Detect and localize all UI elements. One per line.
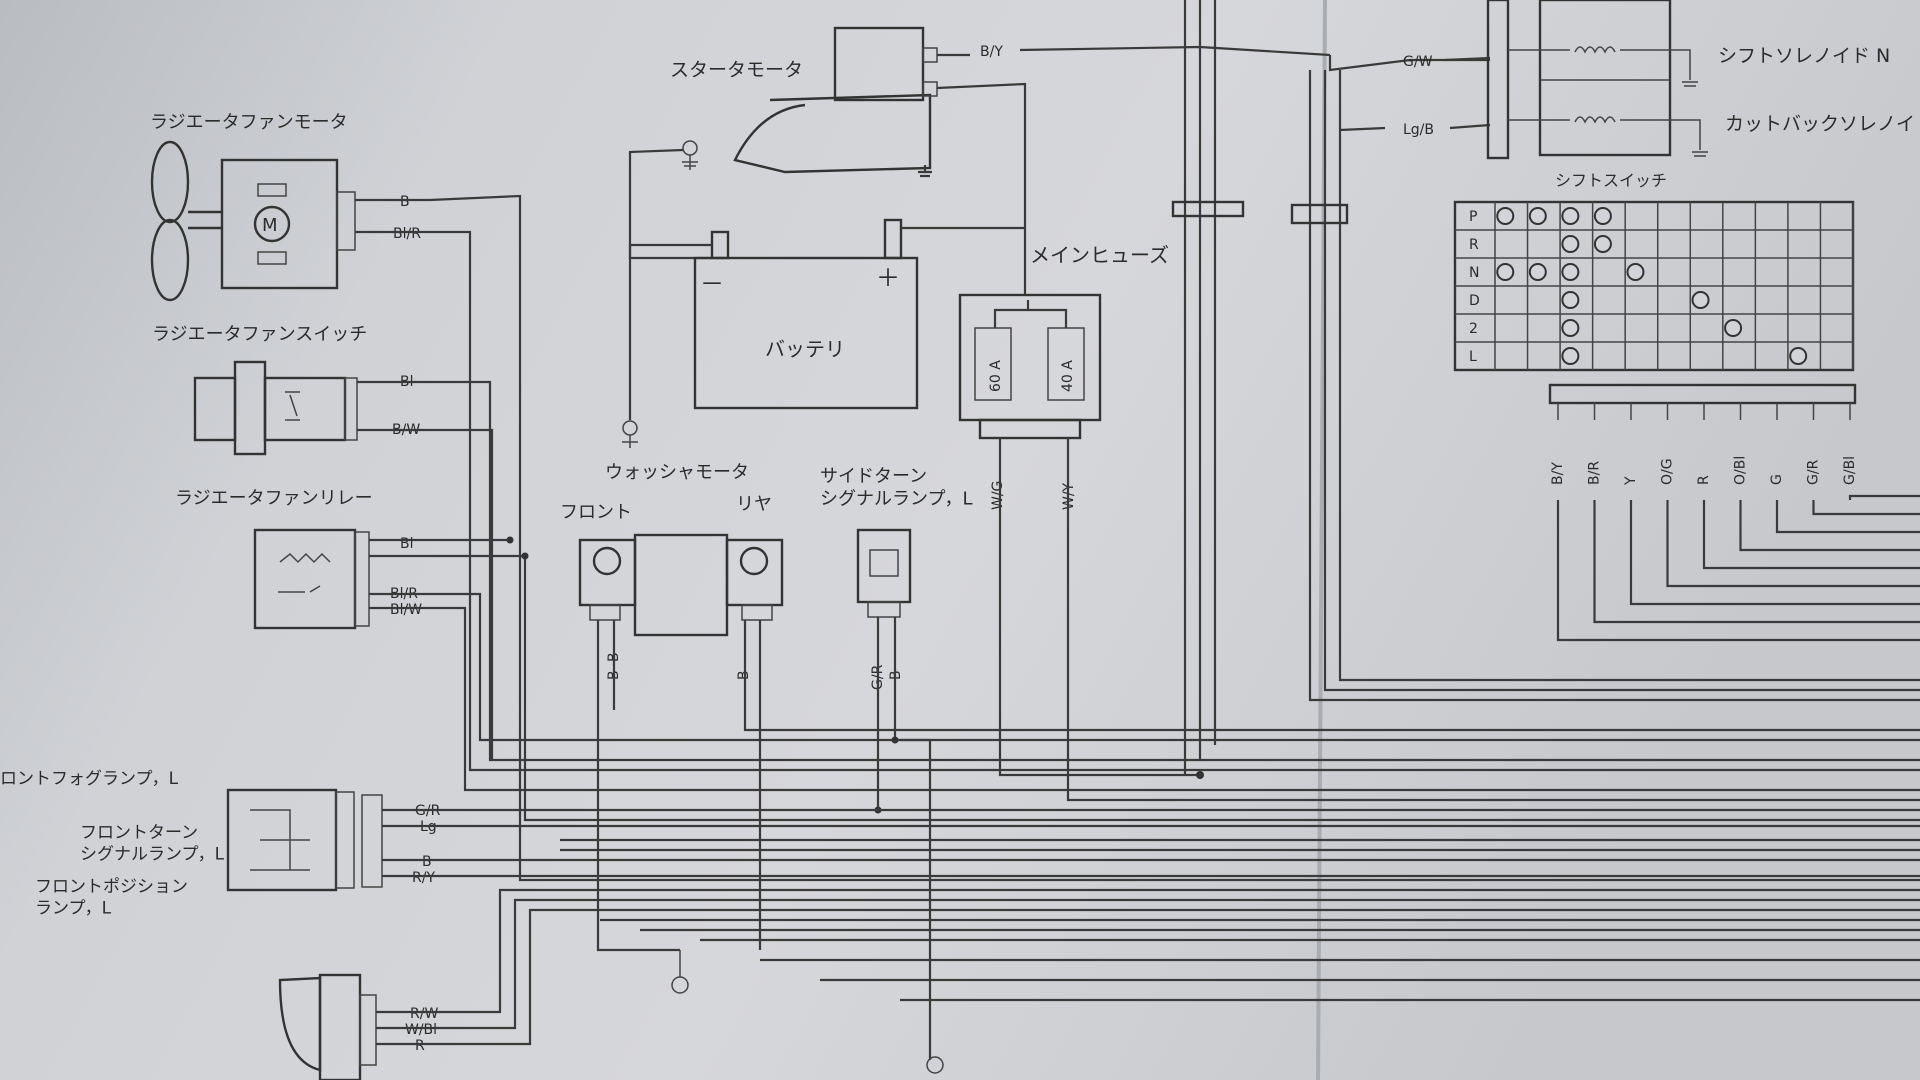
switch-contact xyxy=(1561,291,1580,309)
wire-code-front-4: R/Y xyxy=(412,870,435,886)
cutback-solenoid-label: カットバックソレノイ xyxy=(1725,113,1915,135)
radiator-fan-switch-label: ラジエータファンスイッチ xyxy=(152,324,367,345)
wire-code-front-3: B xyxy=(422,854,432,870)
switch-contact xyxy=(1496,207,1515,225)
radiator-fan-relay: ラジエータファンリレー Bl Bl/R Bl/W xyxy=(175,488,422,630)
battery-label: バッテリ xyxy=(765,337,845,361)
switch-contact xyxy=(1496,263,1515,281)
wire-code-solenoid-1: G/W xyxy=(1403,54,1433,70)
washer-motor-label: ウォッシャモータ xyxy=(605,462,749,483)
fuse-60a: 60 A xyxy=(988,360,1004,392)
wire-code-bottom-1: R/W xyxy=(410,1006,438,1022)
wire-code-starter: B/Y xyxy=(980,44,1003,60)
shift-output-wire-label: R xyxy=(1696,475,1712,485)
front-fog-lamp-label: ロントフォグランプ，L xyxy=(0,769,179,789)
front-position-lamp-label: フロントポジションランプ，L xyxy=(35,877,188,918)
fuse-40a: 40 A xyxy=(1060,360,1076,392)
shift-output-wire-label: O/Bl xyxy=(1733,456,1749,485)
wire-code-bottom-3: R xyxy=(415,1038,425,1054)
switch-contact xyxy=(1528,207,1547,225)
wire-code-fuse-1: W/G xyxy=(990,481,1006,510)
switch-contact xyxy=(1789,347,1808,365)
shift-row-label: N xyxy=(1469,265,1479,281)
switch-contact xyxy=(1561,263,1580,281)
switch-contact xyxy=(1528,263,1547,281)
shift-output-wire-label: B/Y xyxy=(1550,462,1566,485)
wire-code-solenoid-2: Lg/B xyxy=(1403,122,1434,138)
front-lamp-assembly: ロントフォグランプ，L フロントターンシグナルランプ，L フロントポジションラン… xyxy=(0,769,441,918)
starter-motor-label: スタータモータ xyxy=(670,59,803,81)
solenoid-group: G/W Lg/B シフトソレノイド N カットバックソレノイ xyxy=(1339,0,1915,160)
radiator-fan-motor-label: ラジエータファンモータ xyxy=(150,112,348,133)
shift-row-label: D xyxy=(1469,293,1480,309)
starter-motor: スタータモータ B/Y xyxy=(670,26,1003,174)
side-turn-label-1: サイドターンシグナルランプ，L xyxy=(820,466,973,510)
washer-rear-label: リヤ xyxy=(736,494,772,515)
ground-symbol-starter xyxy=(682,140,698,170)
ground-symbol-battery xyxy=(622,420,638,448)
battery: － ＋ バッテリ xyxy=(693,218,919,410)
switch-contact xyxy=(1626,263,1645,281)
battery-negative: － xyxy=(700,270,724,298)
radiator-fan-switch: ラジエータファンスイッチ Bl B/W xyxy=(152,324,420,456)
wire-code-fan-motor-2: Bl/R xyxy=(393,226,421,242)
shift-switch-label: シフトスイッチ xyxy=(1555,171,1667,190)
switch-contact xyxy=(1561,319,1580,337)
wire-code-fan-motor-1: B xyxy=(400,194,410,210)
wire-code-relay-1: Bl xyxy=(400,536,414,552)
shift-switch-connector xyxy=(1548,383,1857,405)
switch-contact xyxy=(1561,347,1580,365)
shift-output-wire-label: O/G xyxy=(1660,458,1676,485)
shift-row-label: L xyxy=(1469,349,1477,365)
switch-contact xyxy=(1593,207,1612,225)
switch-contact xyxy=(1593,235,1612,253)
switch-contact xyxy=(1561,207,1580,225)
shift-solenoid-label: シフトソレノイド N xyxy=(1718,45,1890,67)
shift-output-wire-label: G/R xyxy=(1806,459,1822,485)
switch-contact xyxy=(1561,235,1580,253)
wire-code-bottom-2: W/Bl xyxy=(405,1022,437,1038)
side-turn-signal-lamp: サイドターンシグナルランプ，L G/R B xyxy=(820,466,973,690)
shift-output-wire-label: B/R xyxy=(1587,461,1603,485)
front-turn-signal-label: フロントターンシグナルランプ，L xyxy=(80,823,225,864)
wire-code-relay-3: Bl/W xyxy=(390,602,422,618)
bottom-connector: R/W W/Bl R xyxy=(278,973,438,1080)
switch-contact xyxy=(1691,291,1710,309)
shift-output-wire-label: G xyxy=(1769,474,1785,485)
shift-row-label: 2 xyxy=(1469,321,1478,337)
motor-symbol-fan: M xyxy=(262,215,278,236)
shift-output-wire-label: G/Bl xyxy=(1842,456,1858,485)
battery-positive: ＋ xyxy=(876,264,900,292)
harness-clamp-2 xyxy=(1290,203,1349,225)
harness-clamp-1 xyxy=(1171,200,1245,218)
washer-front-label: フロント xyxy=(560,502,632,523)
shift-row-label: R xyxy=(1469,237,1479,253)
washer-motor: ウォッシャモータ フロント リヤ B B B xyxy=(560,462,784,680)
radiator-fan-motor: M ラジエータファンモータ B Bl/R xyxy=(150,112,421,302)
switch-contact xyxy=(1724,319,1743,337)
shift-row-label: P xyxy=(1469,209,1477,225)
radiator-fan-relay-label: ラジエータファンリレー xyxy=(175,488,373,509)
shift-output-wire-label: Y xyxy=(1623,476,1639,486)
main-fuse-label: メインヒューズ xyxy=(1030,243,1169,267)
